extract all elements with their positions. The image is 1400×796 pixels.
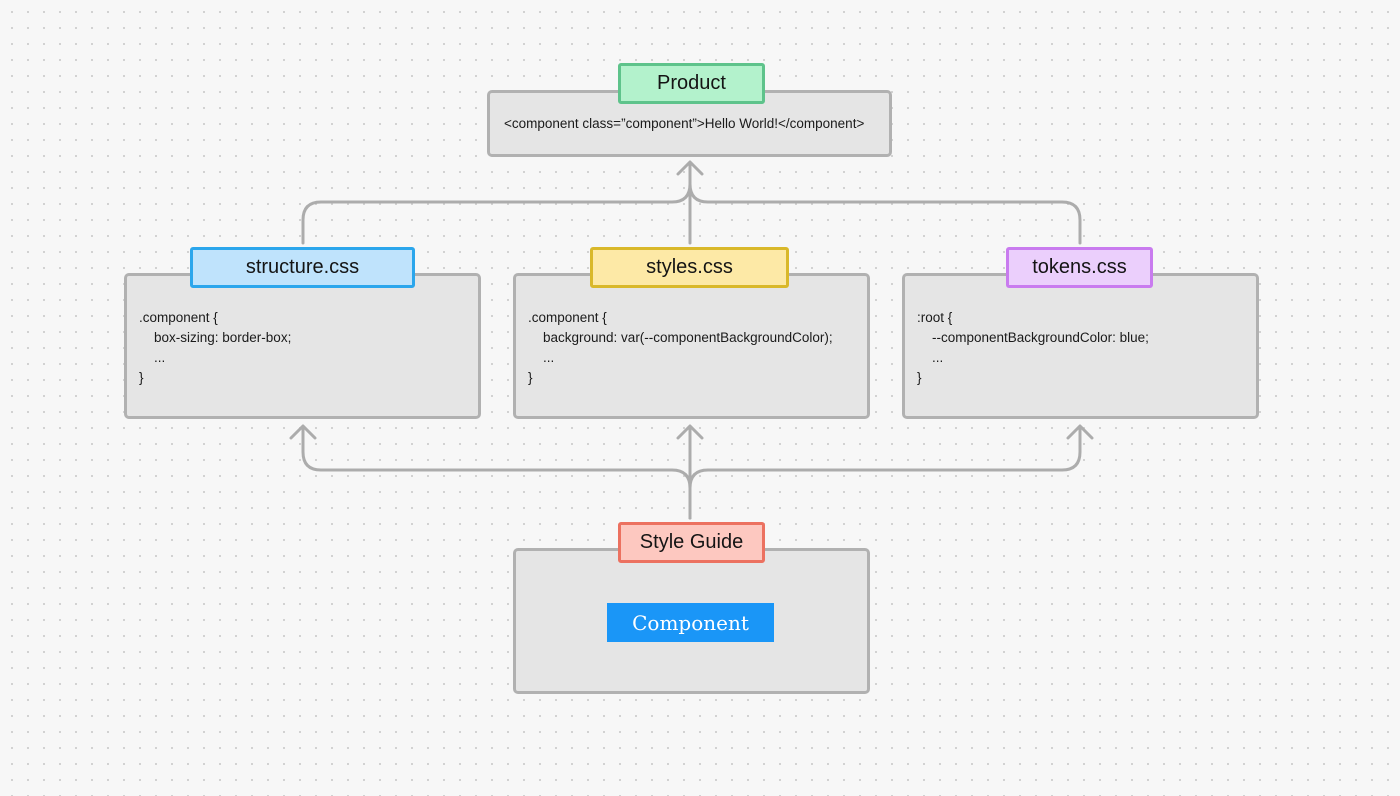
arrowhead-product <box>676 160 704 176</box>
tokens-css-tag: tokens.css <box>1006 247 1153 288</box>
styles-css-tag: styles.css <box>590 247 789 288</box>
structure-css-card: .component { box-sizing: border-box; ...… <box>124 273 481 419</box>
arrowhead-styles <box>676 424 704 440</box>
tokens-css-card: :root { --componentBackgroundColor: blue… <box>902 273 1259 419</box>
product-code: <component class=”component”>Hello World… <box>504 116 865 131</box>
arrowhead-structure <box>289 424 317 440</box>
structure-css-tag: structure.css <box>190 247 415 288</box>
tokens-css-code: :root { --componentBackgroundColor: blue… <box>917 310 1149 385</box>
style-guide-tag: Style Guide <box>618 522 765 563</box>
styles-css-code: .component { background: var(--component… <box>528 310 833 385</box>
structure-css-code: .component { box-sizing: border-box; ...… <box>139 310 292 385</box>
connector-structure-to-product <box>301 182 692 245</box>
product-tag: Product <box>618 63 765 104</box>
styles-css-card: .component { background: var(--component… <box>513 273 870 419</box>
connector-tokens-to-product <box>688 182 1082 245</box>
arrowhead-tokens <box>1066 424 1094 440</box>
connector-style-guide-to-structure <box>301 425 692 520</box>
style-guide-card: Component <box>513 548 870 694</box>
connector-style-guide-to-tokens <box>688 425 1082 520</box>
component-button[interactable]: Component <box>607 603 774 642</box>
